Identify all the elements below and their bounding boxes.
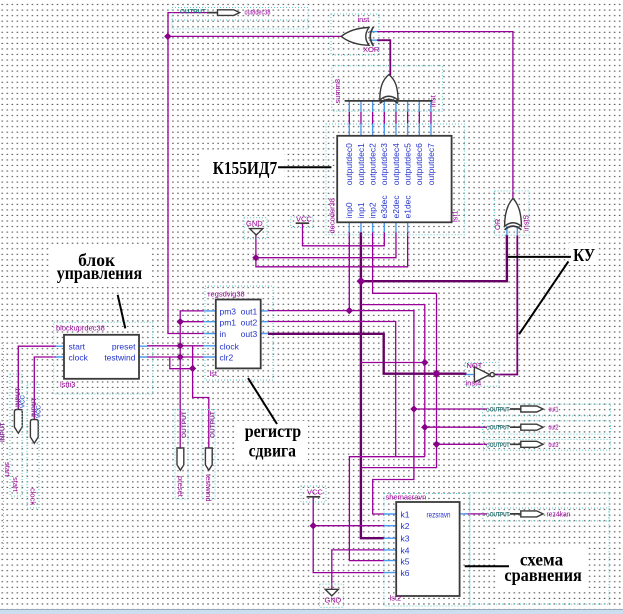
svg-text:outputdec1: outputdec1 <box>356 143 366 185</box>
svg-text:NOT: NOT <box>467 361 483 370</box>
svg-text:e2dec: e2dec <box>391 195 401 219</box>
svg-text:сдвига: сдвига <box>249 441 296 461</box>
svg-text:inst4: inst4 <box>466 379 482 388</box>
svg-text:OR: OR <box>493 218 502 230</box>
svg-text:VCC: VCC <box>307 488 323 497</box>
svg-text:OUTPUT: OUTPUT <box>210 411 217 438</box>
svg-text:outputdec0: outputdec0 <box>344 143 354 185</box>
svg-text:КУ: КУ <box>573 245 595 265</box>
svg-text:out1: out1 <box>549 405 559 414</box>
svg-text:rezsravn: rezsravn <box>427 510 451 520</box>
svg-text:preset: preset <box>176 476 185 498</box>
svg-text:pm3: pm3 <box>220 306 237 316</box>
svg-text:outputdec2: outputdec2 <box>368 143 378 185</box>
svg-text:preset: preset <box>112 342 136 352</box>
svg-text:testwind: testwind <box>104 353 135 363</box>
svg-text:start: start <box>3 462 12 478</box>
svg-text:GND: GND <box>325 596 342 605</box>
svg-text:блок: блок <box>78 250 116 270</box>
svg-text:blockuprdec38: blockuprdec38 <box>56 324 105 333</box>
svg-text:inp1: inp1 <box>356 202 366 218</box>
svg-text:lst2: lst2 <box>390 594 402 603</box>
svg-text:VCC: VCC <box>20 395 26 408</box>
svg-text:e1dec: e1dec <box>403 195 413 219</box>
svg-text:k1: k1 <box>401 510 410 520</box>
svg-text:outputdec5: outputdec5 <box>403 143 413 185</box>
svg-text:◇OUTPUT: ◇OUTPUT <box>485 425 510 432</box>
svg-text:start: start <box>69 342 86 352</box>
svg-text:k3: k3 <box>401 534 410 544</box>
svg-text:e3dec: e3dec <box>379 195 389 219</box>
svg-text:outputdec6: outputdec6 <box>414 143 424 185</box>
svg-text:outputdec4: outputdec4 <box>391 143 401 185</box>
svg-text:◇OUTPUT: ◇OUTPUT <box>485 442 510 449</box>
svg-text:regsdvig38: regsdvig38 <box>208 290 245 299</box>
svg-text:out2: out2 <box>241 317 258 327</box>
svg-text:INPUT: INPUT <box>31 397 38 417</box>
svg-text:INPUT: INPUT <box>15 387 22 407</box>
svg-text:decoder38: decoder38 <box>328 198 337 233</box>
svg-text:inst: inst <box>429 94 438 107</box>
svg-text:k4: k4 <box>401 545 410 555</box>
svg-text:VCC: VCC <box>296 215 312 224</box>
svg-text:out1: out1 <box>241 306 258 316</box>
svg-text:out2: out2 <box>549 423 559 432</box>
svg-text:К155ИД7: К155ИД7 <box>213 158 278 178</box>
svg-text:k2: k2 <box>401 521 410 531</box>
svg-text:◇OUTPUT: ◇OUTPUT <box>485 407 510 414</box>
svg-text:clock: clock <box>220 341 240 351</box>
svg-text:summ8: summ8 <box>333 79 342 104</box>
svg-text:clr2: clr2 <box>220 353 234 363</box>
svg-text:out3: out3 <box>549 440 559 449</box>
svg-text:in: in <box>220 329 227 339</box>
svg-text:◇OUTPUT: ◇OUTPUT <box>485 511 510 518</box>
svg-text:shemasravn: shemasravn <box>386 493 427 502</box>
svg-text:inp0: inp0 <box>344 202 354 218</box>
svg-text:сравнения: сравнения <box>504 565 582 585</box>
svg-text:VCC: VCC <box>36 405 42 418</box>
svg-text:OUTPUT: OUTPUT <box>181 411 188 438</box>
svg-text:INPUT: INPUT <box>0 422 7 442</box>
svg-text:out8dec38: out8dec38 <box>245 8 271 17</box>
svg-text:схема: схема <box>520 550 563 570</box>
svg-text:регистр: регистр <box>245 421 302 441</box>
svg-text:testwind: testwind <box>204 474 213 502</box>
svg-text:out3: out3 <box>241 329 258 339</box>
svg-text:clock: clock <box>29 488 38 505</box>
svg-text:pm1: pm1 <box>220 317 237 327</box>
svg-text:k6: k6 <box>401 568 410 578</box>
svg-text:clock: clock <box>69 353 89 363</box>
svg-text:lst1: lst1 <box>451 210 460 222</box>
svg-text:inst: inst <box>358 15 371 24</box>
svg-text:k5: k5 <box>401 557 410 567</box>
svg-text:OUTPUT: OUTPUT <box>180 8 206 15</box>
svg-text:управления: управления <box>57 263 143 283</box>
svg-text:start: start <box>11 477 20 493</box>
svg-text:inp2: inp2 <box>368 202 378 218</box>
svg-text:lst: lst <box>210 369 218 378</box>
svg-text:outputdec3: outputdec3 <box>379 143 389 185</box>
svg-text:GND: GND <box>246 219 263 228</box>
svg-text:XOR: XOR <box>363 45 380 54</box>
svg-text:outputdec7: outputdec7 <box>426 143 436 185</box>
svg-text:rez4kan: rez4kan <box>547 509 571 518</box>
svg-text:inst5: inst5 <box>522 215 531 231</box>
svg-text:lstti3: lstti3 <box>60 380 75 389</box>
